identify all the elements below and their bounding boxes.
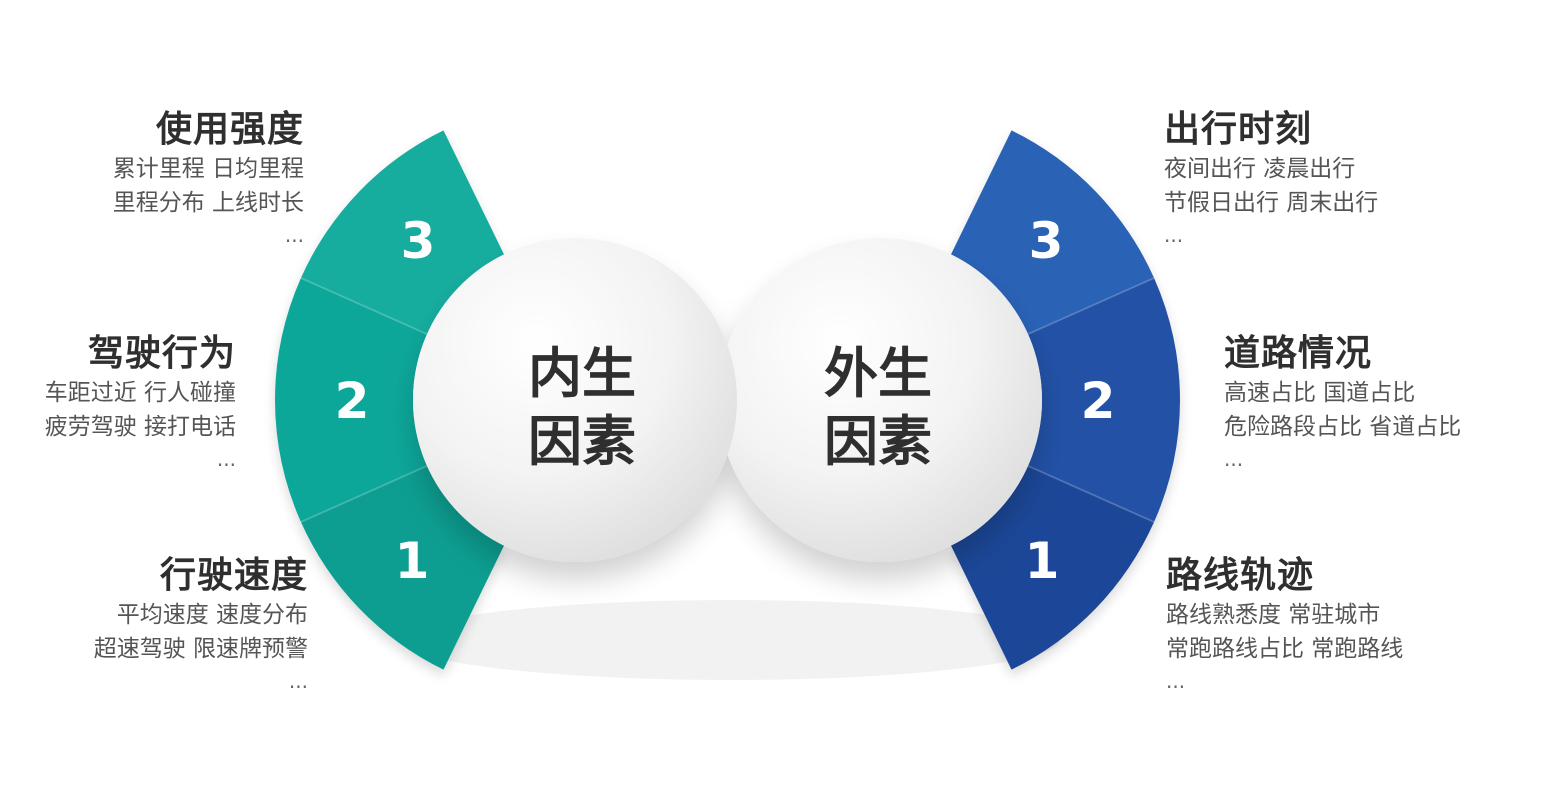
internal-label-line1: 内生 (528, 342, 636, 405)
internal-segment-number-2: 2 (335, 372, 370, 430)
segment-divider (300, 277, 428, 336)
external-segment-2-block: 道路情况 高速占比 国道占比 危险路段占比 省道占比 ... (1224, 332, 1461, 474)
internal-segment-2-block: 驾驶行为 车距过近 行人碰撞 疲劳驾驶 接打电话 ... (45, 332, 236, 474)
segment-detail-line: 危险路段占比 省道占比 (1224, 414, 1462, 440)
internal-factors-arc (275, 130, 504, 670)
external-segment-3-block: 出行时刻 夜间出行 凌晨出行 节假日出行 周末出行 ... (1164, 108, 1378, 250)
external-segment-1-shape (951, 465, 1155, 670)
segment-ellipsis: ... (288, 669, 308, 693)
external-segment-3-shape (951, 130, 1155, 335)
internal-segment-3-shape (300, 130, 504, 335)
external-segment-1-block: 路线轨迹 路线熟悉度 常驻城市 常跑路线占比 常跑路线 ... (1166, 554, 1403, 696)
segment-title: 路线轨迹 (1166, 555, 1315, 596)
segment-ellipsis: ... (284, 223, 304, 247)
segment-detail-line: 疲劳驾驶 接打电话 (44, 414, 236, 440)
internal-segment-2-shape (275, 277, 428, 523)
external-label-line1: 外生 (824, 342, 932, 405)
segment-detail-line: 车距过近 行人碰撞 (44, 380, 236, 406)
segment-detail-line: 节假日出行 周末出行 (1164, 190, 1379, 216)
external-segment-number-1: 1 (1025, 532, 1060, 590)
internal-segment-number-3: 3 (401, 212, 436, 270)
internal-segment-number-1: 1 (395, 532, 430, 590)
external-label-line2: 因素 (824, 410, 932, 473)
segment-title: 驾驶行为 (87, 333, 236, 374)
segment-detail-line: 平均速度 速度分布 (116, 602, 308, 628)
internal-factors-circle (413, 238, 737, 562)
internal-segment-1-shape (300, 465, 504, 670)
segment-detail-line: 超速驾驶 限速牌预警 (93, 636, 308, 662)
segment-title: 道路情况 (1224, 333, 1373, 374)
segment-detail-line: 里程分布 上线时长 (112, 190, 304, 216)
internal-segment-3-block: 使用强度 累计里程 日均里程 里程分布 上线时长 ... (113, 108, 304, 250)
internal-segment-1-block: 行驶速度 平均速度 速度分布 超速驾驶 限速牌预警 ... (94, 554, 308, 696)
segment-title: 出行时刻 (1164, 109, 1313, 150)
floor-shadow (400, 600, 1060, 680)
external-factors-circle (718, 238, 1042, 562)
internal-label-line2: 因素 (528, 410, 636, 473)
segment-ellipsis: ... (216, 447, 236, 471)
segment-divider (300, 464, 428, 523)
segment-ellipsis: ... (1224, 447, 1244, 471)
segment-ellipsis: ... (1166, 669, 1186, 693)
external-segment-2-shape (1027, 277, 1180, 523)
segment-title: 使用强度 (155, 109, 304, 150)
segment-divider (1027, 464, 1155, 523)
center-circles (413, 238, 1042, 562)
external-factors-arc (951, 130, 1180, 670)
segment-detail-line: 累计里程 日均里程 (112, 156, 304, 182)
segment-divider (1027, 277, 1155, 336)
segment-title: 行驶速度 (159, 555, 308, 596)
segment-detail-line: 路线熟悉度 常驻城市 (1166, 602, 1381, 628)
segment-detail-line: 夜间出行 凌晨出行 (1164, 156, 1356, 182)
segment-detail-line: 常跑路线占比 常跑路线 (1166, 636, 1404, 662)
segment-ellipsis: ... (1164, 223, 1184, 247)
segment-detail-line: 高速占比 国道占比 (1224, 380, 1416, 406)
external-segment-number-2: 2 (1081, 372, 1116, 430)
external-segment-number-3: 3 (1029, 212, 1064, 270)
